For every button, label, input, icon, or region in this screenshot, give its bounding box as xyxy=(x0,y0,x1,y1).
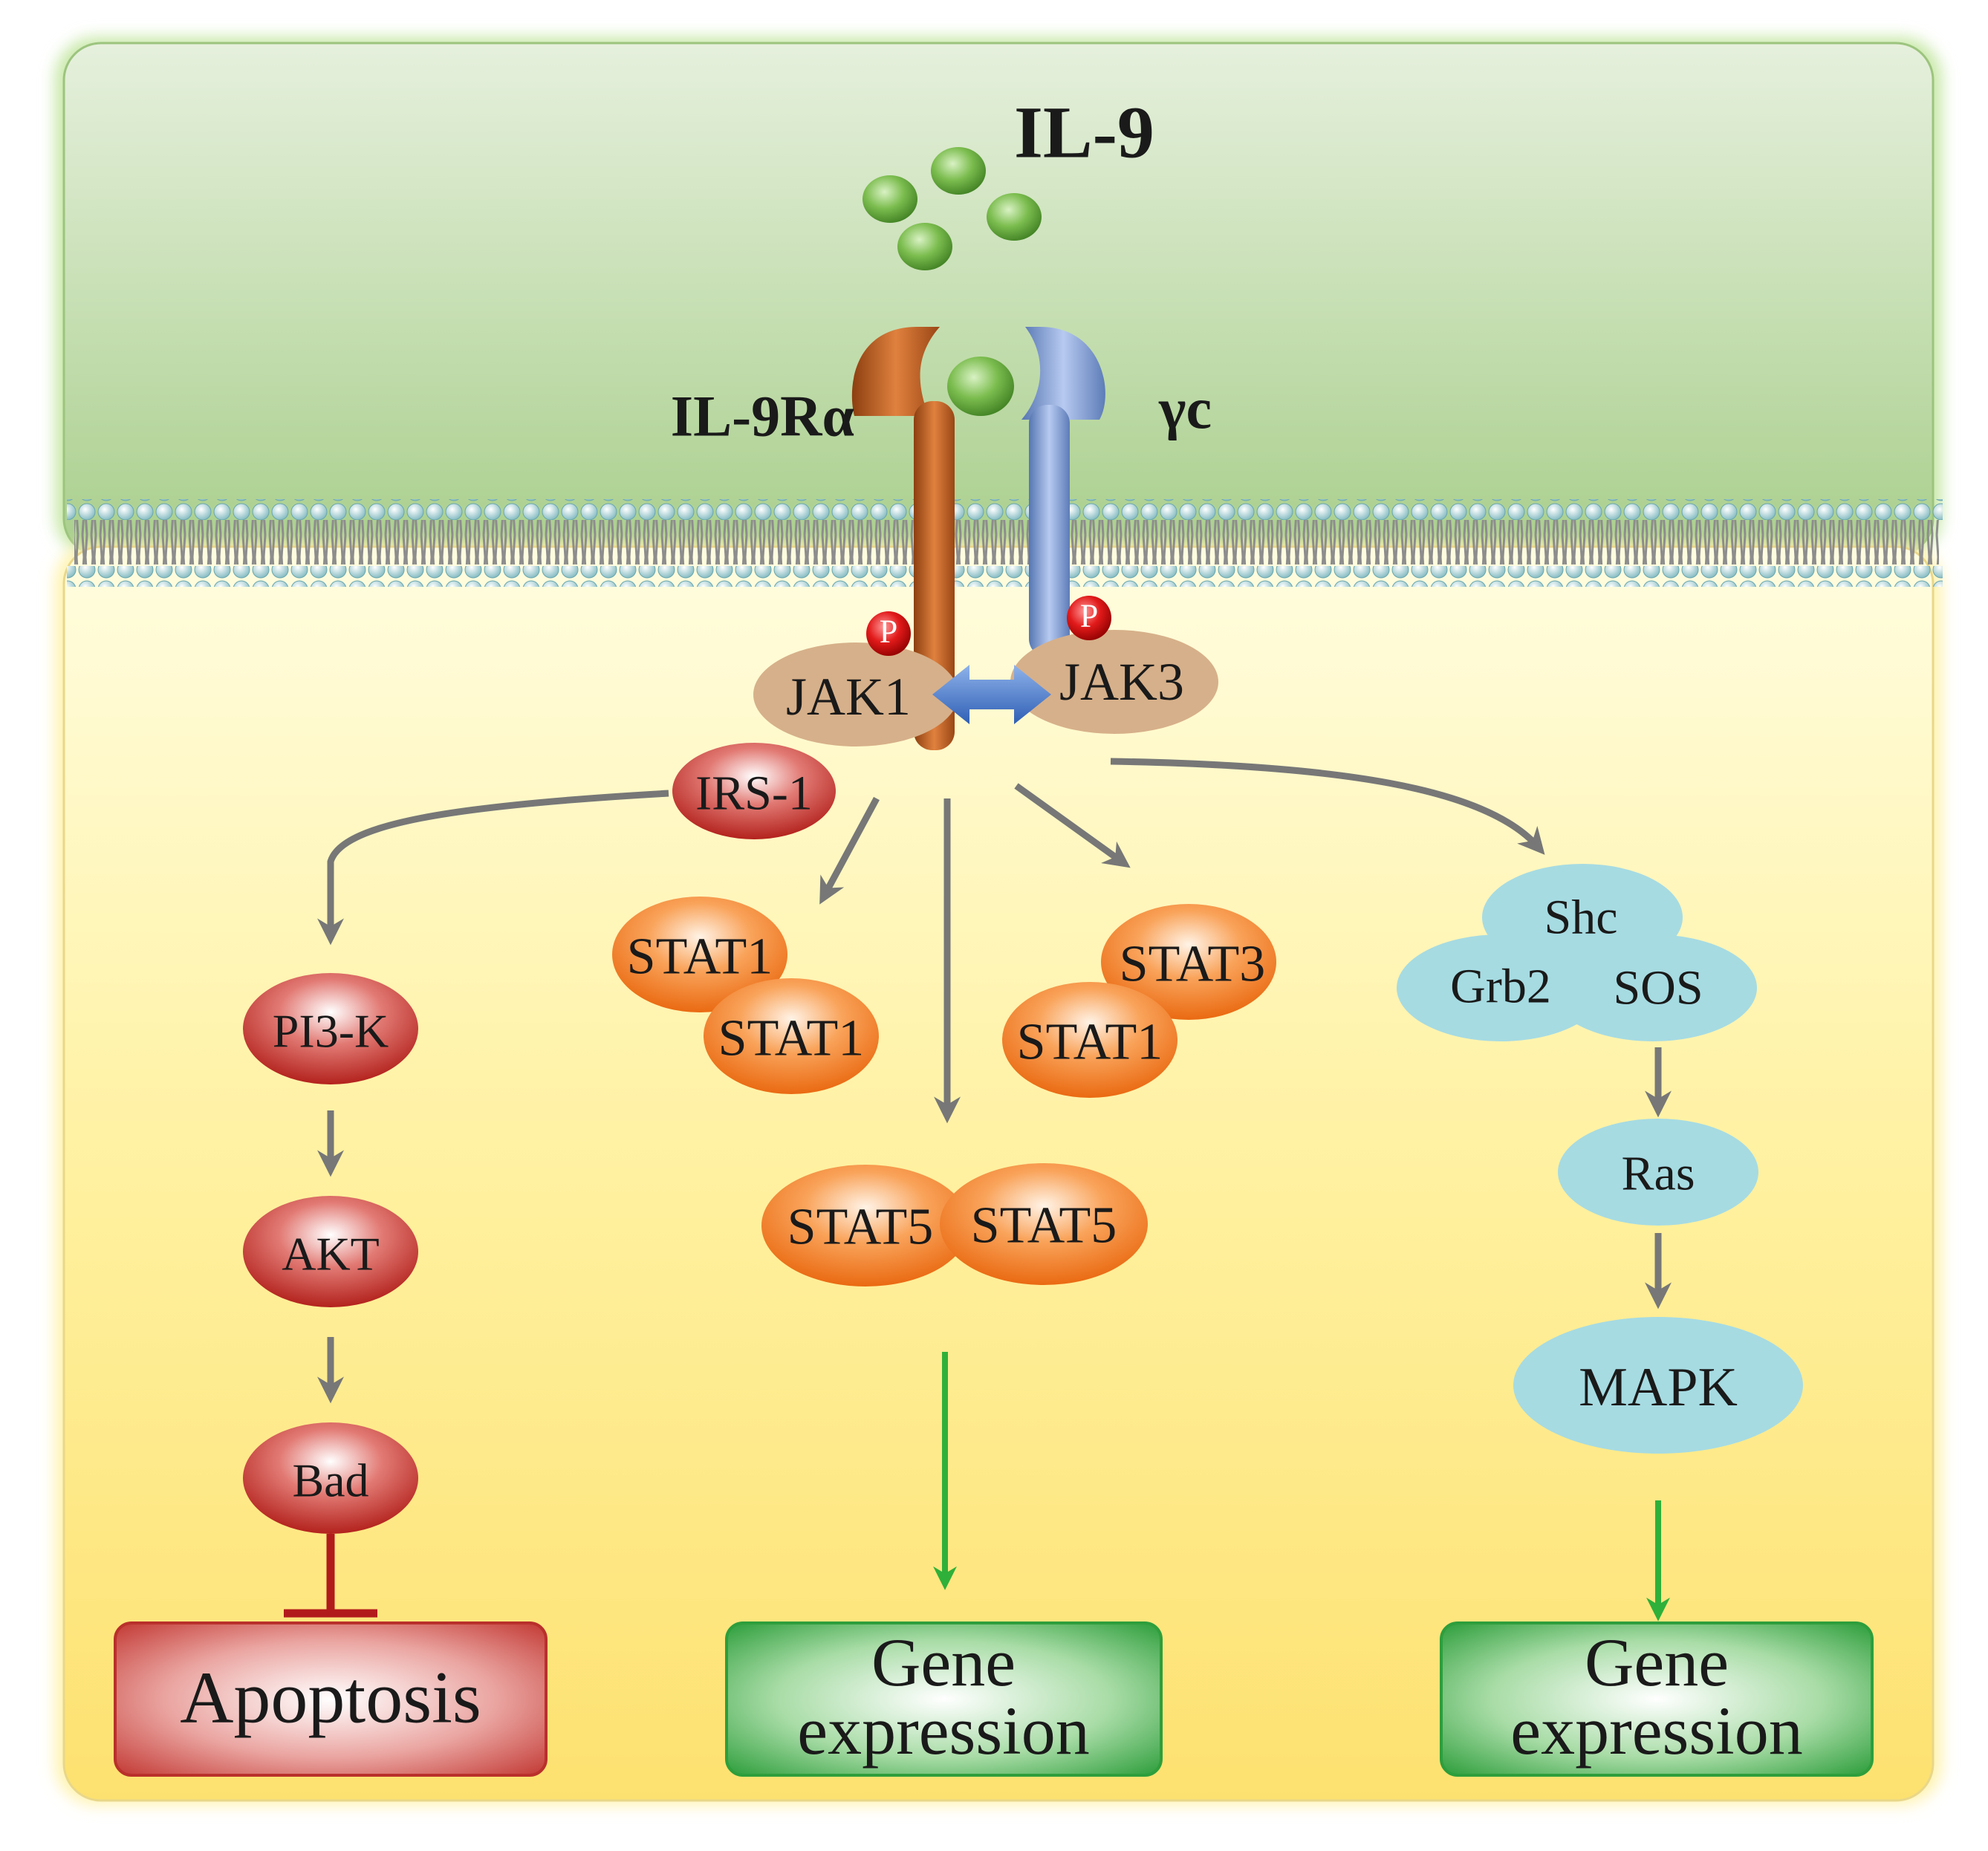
gene-expression-box-center: Gene expression xyxy=(725,1621,1163,1777)
akt-label: AKT xyxy=(282,1228,380,1281)
il9r-alpha-label: IL-9Rα xyxy=(671,384,854,449)
pi3k-node: PI3-K xyxy=(243,973,418,1084)
phospho-label: P xyxy=(1080,598,1098,634)
jak1-node: JAK1 xyxy=(753,643,958,746)
gene-expression-box-right: Gene expression xyxy=(1440,1621,1874,1777)
sos-label: SOS xyxy=(1613,961,1703,1015)
ras-node: Ras xyxy=(1558,1119,1758,1226)
irs1-node: IRS-1 xyxy=(672,743,836,839)
arrow-irs1-to-pi3k xyxy=(317,790,669,946)
gamma-c-label: γc xyxy=(1158,377,1212,441)
inhibition-bar xyxy=(284,1534,377,1618)
il9-ball xyxy=(931,147,986,195)
signal-arrows xyxy=(317,758,1672,1404)
il9-ball xyxy=(897,223,952,270)
bad-label: Bad xyxy=(292,1454,368,1507)
stat5-stat5-dimer: STAT5 STAT5 xyxy=(761,1163,1148,1286)
apoptosis-label: Apoptosis xyxy=(180,1656,481,1739)
gene-label: Gene xyxy=(871,1624,1016,1700)
bad-node: Bad xyxy=(243,1422,418,1534)
ras-label: Ras xyxy=(1622,1147,1695,1201)
expression-label: expression xyxy=(797,1693,1089,1769)
il9-title: IL-9 xyxy=(1014,91,1154,174)
shc-label: Shc xyxy=(1544,891,1618,945)
jak-double-arrow xyxy=(932,665,1051,724)
mapk-node: MAPK xyxy=(1513,1317,1803,1454)
il9-bound-ball xyxy=(947,357,1014,416)
stat3-label: STAT3 xyxy=(1120,936,1266,993)
gene-expression-arrows xyxy=(933,1352,1670,1621)
apoptosis-box: Apoptosis xyxy=(114,1621,548,1777)
phospho-jak3: P xyxy=(1067,596,1111,640)
jak3-label: JAK3 xyxy=(1059,652,1184,712)
stat3-stat1-dimer: STAT3 STAT1 xyxy=(1002,904,1276,1098)
stat5-label: STAT5 xyxy=(787,1199,934,1256)
phospho-label: P xyxy=(880,614,897,650)
extracellular-space xyxy=(55,37,1942,557)
gene-label: Gene xyxy=(1585,1624,1729,1700)
pi3k-label: PI3-K xyxy=(273,1005,389,1058)
stat1-stat1-dimer: STAT1 STAT1 xyxy=(612,897,879,1094)
il9-ligand-group: IL-9 xyxy=(863,91,1154,270)
arrow-jak-to-stat1 xyxy=(819,796,880,905)
stat1-label: STAT1 xyxy=(1017,1014,1163,1071)
cell-membrane xyxy=(67,499,1943,587)
stat5-label: STAT5 xyxy=(971,1197,1117,1255)
expression-label: expression xyxy=(1510,1693,1802,1769)
arrow-jak-to-shc xyxy=(1110,758,1545,855)
stat1-label: STAT1 xyxy=(627,928,773,986)
stat1-label: STAT1 xyxy=(718,1010,865,1067)
phospho-jak1: P xyxy=(866,611,911,656)
jak3-node: JAK3 xyxy=(1010,630,1218,734)
arrow-jak-to-stat13 xyxy=(1014,783,1131,868)
il9-ball xyxy=(863,175,917,223)
grb2-label: Grb2 xyxy=(1450,960,1551,1014)
mapk-label: MAPK xyxy=(1579,1357,1738,1418)
shc-grb2-sos-complex: Shc Grb2 SOS xyxy=(1397,864,1757,1041)
akt-node: AKT xyxy=(243,1196,418,1307)
il9-ball xyxy=(987,193,1042,241)
jak1-label: JAK1 xyxy=(786,667,911,726)
irs1-label: IRS-1 xyxy=(695,767,813,821)
gamma-c-receptor xyxy=(1021,327,1105,657)
